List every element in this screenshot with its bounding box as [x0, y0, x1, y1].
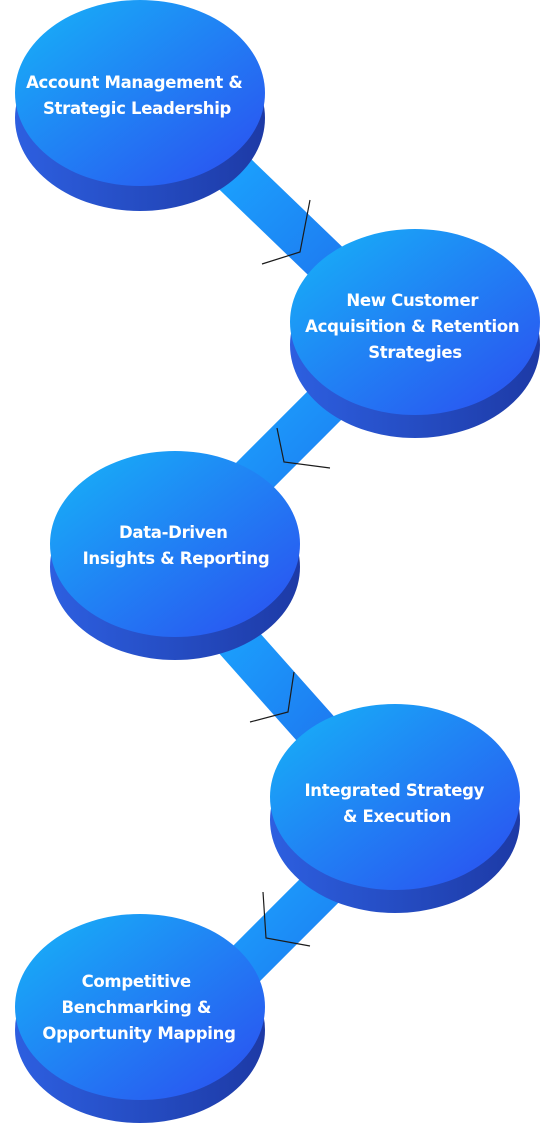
disc-top: [15, 914, 265, 1100]
process-node-2: New Customer Acquisition & Retention Str…: [290, 229, 540, 438]
node-label-line: New Customer: [346, 291, 479, 310]
process-node-1: Account Management & Strategic Leadershi…: [15, 0, 265, 211]
node-label: Account Management & Strategic Leadershi…: [26, 73, 248, 118]
node-label: Data-Driven Insights & Reporting: [83, 523, 270, 568]
node-label-line: Strategies: [368, 343, 462, 362]
process-node-5: Competitive Benchmarking & Opportunity M…: [15, 914, 265, 1123]
node-label: Competitive Benchmarking & Opportunity M…: [42, 972, 235, 1043]
process-node-3: Data-Driven Insights & Reporting: [50, 451, 300, 660]
disc-top: [270, 704, 520, 890]
connector-arrow-mark: [276, 427, 331, 469]
disc-top: [15, 0, 265, 186]
connector-arrow-mark: [261, 199, 311, 265]
connector-arrow-mark: [249, 671, 295, 723]
node-label-line: Integrated Strategy: [304, 781, 484, 800]
node-label: New Customer Acquisition & Retention Str…: [305, 291, 525, 362]
connector-arrow-mark: [262, 891, 311, 947]
disc-top: [290, 229, 540, 415]
node-label-line: Data-Driven: [119, 523, 228, 542]
disc-top: [50, 451, 300, 637]
process-node-4: Integrated Strategy & Execution: [270, 704, 520, 913]
node-label-line: Competitive: [82, 972, 191, 991]
node-label: Integrated Strategy & Execution: [304, 781, 489, 826]
node-label-line: & Execution: [343, 807, 451, 826]
node-label-line: Acquisition & Retention: [305, 317, 519, 336]
node-label-line: Opportunity Mapping: [42, 1024, 235, 1043]
node-label-line: Benchmarking &: [61, 998, 211, 1017]
node-label-line: Strategic Leadership: [43, 99, 232, 118]
node-label-line: Insights & Reporting: [83, 549, 270, 568]
node-label-line: Account Management &: [26, 73, 242, 92]
